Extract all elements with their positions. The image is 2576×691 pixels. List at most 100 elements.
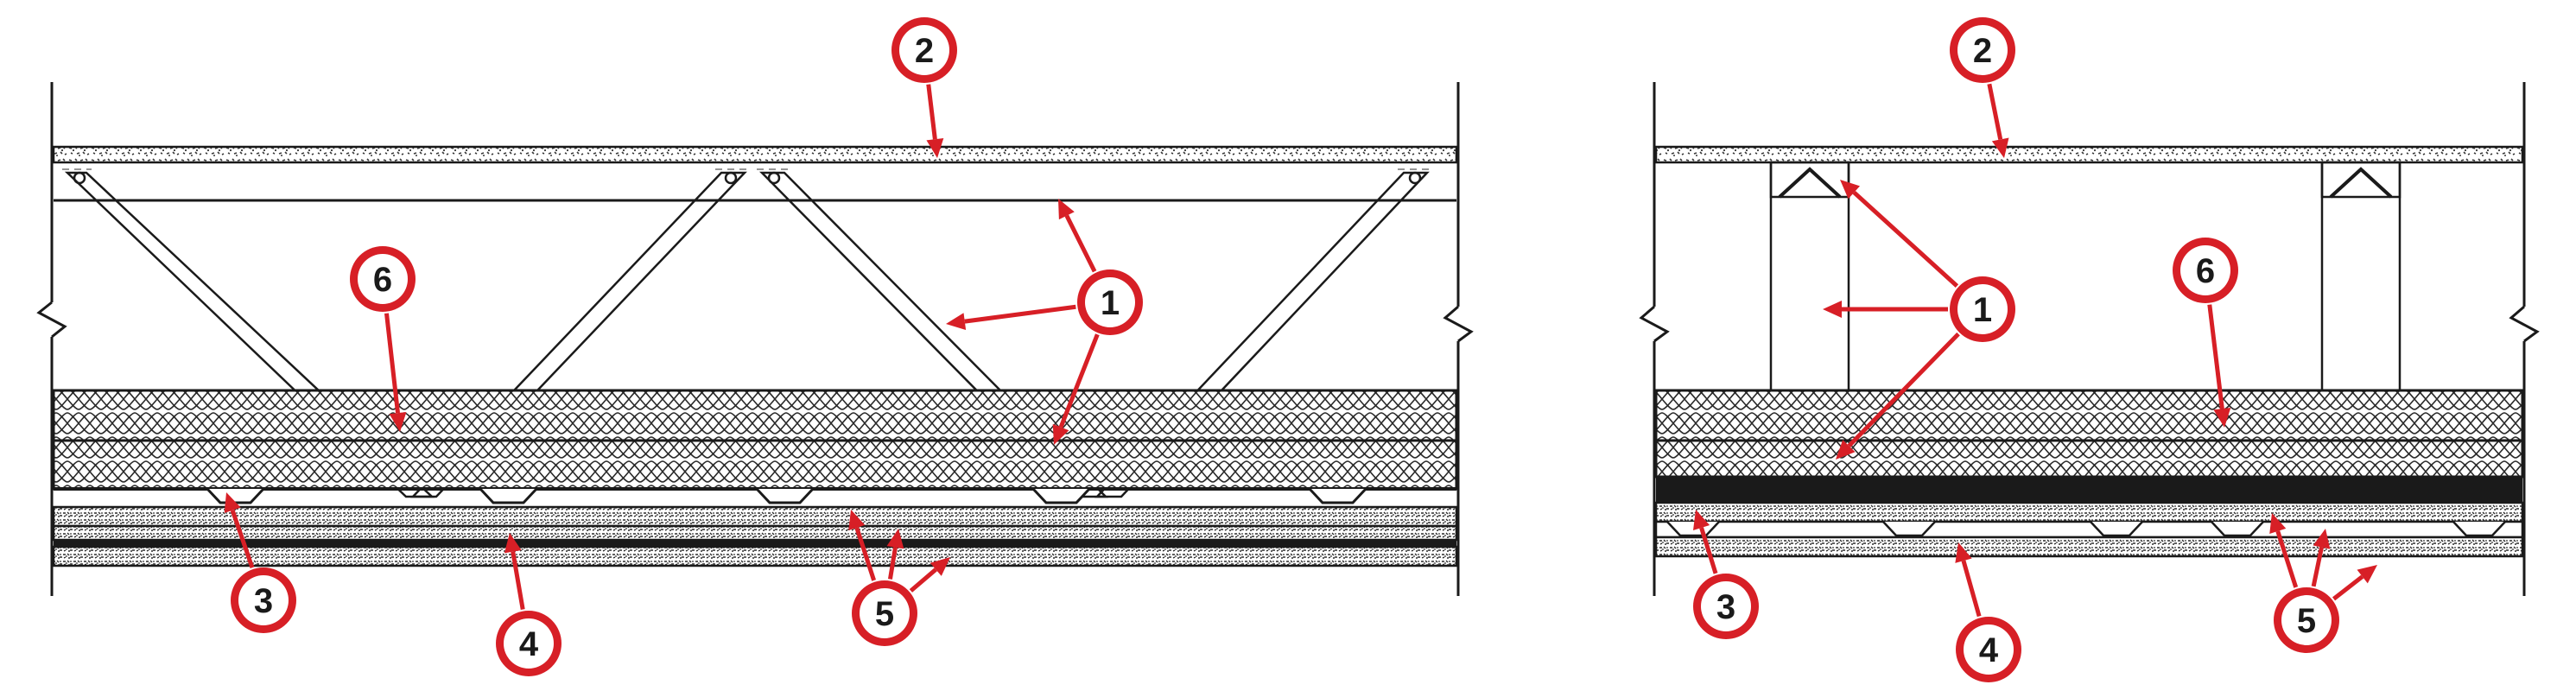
gypsum-board-3 bbox=[52, 545, 1458, 567]
callout-number: 4 bbox=[1979, 631, 1999, 669]
leader-line bbox=[1058, 333, 1100, 428]
arrowhead bbox=[1693, 510, 1710, 530]
leader-line bbox=[511, 551, 525, 611]
arrowhead bbox=[946, 313, 967, 331]
gypsum-board-2 bbox=[1654, 536, 2524, 558]
callout-number: 4 bbox=[519, 625, 539, 663]
arrowhead bbox=[2269, 513, 2287, 535]
callout-badge-inner bbox=[899, 25, 949, 75]
detail-floor-truss bbox=[36, 82, 1474, 596]
callout-badge-inner bbox=[1085, 277, 1135, 327]
callout-number: 1 bbox=[1101, 284, 1120, 322]
leader-line bbox=[2311, 547, 2324, 587]
callout-badge-inner bbox=[238, 575, 289, 625]
callout-number: 2 bbox=[1973, 32, 1992, 70]
callout-badge-inner bbox=[1964, 624, 2014, 675]
arrowhead bbox=[1823, 301, 1842, 318]
leader-line bbox=[854, 527, 877, 581]
leader-line bbox=[1064, 214, 1097, 273]
callout-4: 4 bbox=[1956, 617, 2021, 682]
callout-number: 1 bbox=[1973, 291, 1992, 329]
subfloor-layer bbox=[1654, 145, 2524, 164]
break-symbol bbox=[1443, 305, 1474, 343]
callout-number: 6 bbox=[373, 261, 392, 299]
arrowhead bbox=[1836, 440, 1856, 460]
leader-line bbox=[887, 547, 898, 580]
gypsum-board-2 bbox=[52, 524, 1458, 542]
arrowhead bbox=[504, 533, 522, 554]
insulation-upper bbox=[1654, 389, 2524, 442]
callout-number: 5 bbox=[875, 595, 894, 633]
callout-2: 2 bbox=[891, 17, 957, 83]
subfloor-layer bbox=[52, 145, 1458, 164]
leader-line bbox=[2207, 304, 2224, 409]
callout-badge-inner bbox=[860, 588, 910, 638]
callouts: 1 2 3 4 5 6 1 2 3 4 5 6 bbox=[231, 17, 2339, 682]
leader-line bbox=[230, 509, 255, 568]
callout-6: 6 bbox=[2173, 238, 2238, 303]
leader-line bbox=[1699, 527, 1718, 574]
leader-line bbox=[1847, 332, 1960, 448]
callout-5: 5 bbox=[2274, 587, 2339, 653]
break-symbol bbox=[2509, 305, 2540, 343]
leader-line bbox=[964, 304, 1076, 324]
gypsum-board-1 bbox=[1654, 501, 2524, 523]
callout-badge-inner bbox=[358, 254, 408, 304]
leader-line bbox=[926, 84, 937, 140]
break-symbol bbox=[1639, 305, 1670, 343]
callout-1: 1 bbox=[1077, 269, 1143, 335]
arrowhead bbox=[848, 510, 866, 531]
detail-i-joist bbox=[1639, 82, 2540, 596]
resilient-channels bbox=[1654, 520, 2524, 539]
arrowhead bbox=[2213, 407, 2231, 428]
arrowhead bbox=[1955, 542, 1972, 563]
callout-badge-inner bbox=[2281, 595, 2332, 645]
arrowhead bbox=[1058, 199, 1075, 220]
callout-3: 3 bbox=[231, 567, 296, 633]
leader-line bbox=[2275, 530, 2299, 588]
leader-line bbox=[2332, 574, 2364, 601]
damping-layer bbox=[54, 540, 1456, 547]
arrowhead bbox=[2357, 565, 2377, 584]
callout-1: 1 bbox=[1950, 276, 2015, 342]
callout-number: 3 bbox=[1716, 588, 1735, 626]
callout-2: 2 bbox=[1950, 17, 2015, 83]
resilient-channels bbox=[192, 487, 1380, 504]
callout-number: 6 bbox=[2196, 252, 2215, 290]
insulation-lower bbox=[1654, 439, 2524, 479]
leader-line bbox=[1961, 560, 1982, 618]
callout-badge-inner bbox=[2180, 245, 2230, 295]
callout-number: 2 bbox=[915, 32, 934, 70]
arrowhead bbox=[389, 412, 407, 432]
arrowhead bbox=[926, 137, 944, 158]
callout-badge-inner bbox=[1957, 25, 2008, 75]
callout-number: 3 bbox=[254, 582, 273, 620]
callout-5: 5 bbox=[852, 580, 917, 646]
damping-layer bbox=[1656, 477, 2522, 503]
callout-4: 4 bbox=[496, 611, 562, 676]
arrowhead bbox=[886, 529, 904, 549]
leader-line bbox=[909, 567, 937, 593]
leader-line bbox=[384, 313, 401, 414]
arrowhead bbox=[1991, 137, 2009, 158]
arrowhead bbox=[1840, 180, 1861, 200]
leader-arrows bbox=[224, 83, 2377, 618]
callout-3: 3 bbox=[1693, 574, 1759, 639]
callout-badge-inner bbox=[1701, 581, 1751, 631]
callout-badge-inner bbox=[1957, 284, 2008, 334]
insulation-upper bbox=[52, 389, 1458, 442]
callout-number: 5 bbox=[2297, 602, 2316, 640]
insulation-lower bbox=[52, 439, 1458, 491]
callout-badge-inner bbox=[504, 618, 554, 669]
arrowhead bbox=[224, 492, 241, 514]
callout-6: 6 bbox=[350, 246, 416, 312]
break-symbol bbox=[36, 301, 67, 339]
leader-line bbox=[1852, 190, 1959, 288]
truss-webs bbox=[64, 171, 1430, 498]
leader-line bbox=[1987, 83, 2003, 140]
gypsum-board-1 bbox=[52, 505, 1458, 528]
arrowhead bbox=[930, 557, 950, 576]
arrowhead bbox=[2313, 529, 2331, 549]
arrowhead bbox=[1052, 423, 1069, 445]
